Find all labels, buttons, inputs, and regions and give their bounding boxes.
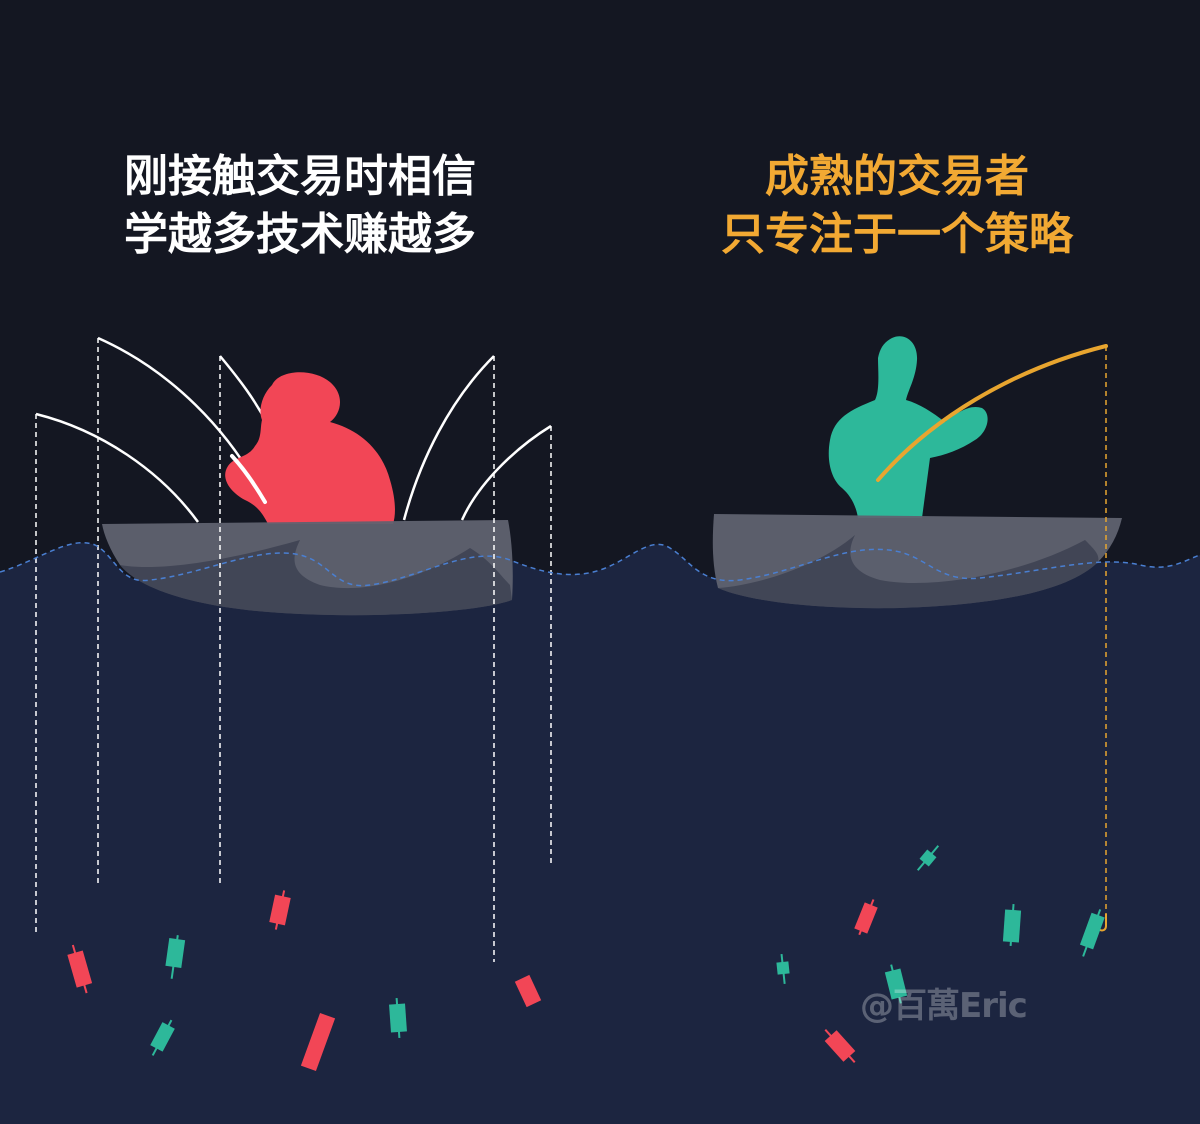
candlestick-icon xyxy=(300,1012,336,1072)
candlestick-icon xyxy=(1079,909,1105,957)
novice-caption-line-1: 刚接触交易时相信 xyxy=(124,151,476,202)
candlestick-icon xyxy=(776,953,790,985)
candlestick-icon xyxy=(67,944,93,994)
candlestick-icon xyxy=(916,845,940,871)
expert-caption-line-2: 只专注于一个策略 xyxy=(721,209,1073,260)
expert-boat-group xyxy=(712,336,1122,932)
candlestick-icon xyxy=(150,1019,175,1056)
fishing-rod-icon xyxy=(35,412,200,523)
boat-shadow xyxy=(120,540,512,616)
candlesticks-left xyxy=(67,890,542,1072)
fishing-rod-icon xyxy=(876,344,1108,482)
expert-caption-line-1: 成熟的交易者 xyxy=(765,151,1029,202)
novice-boat-group xyxy=(35,336,552,962)
candlestick-icon xyxy=(824,1028,856,1064)
candlestick-icon xyxy=(269,890,291,930)
night-sky xyxy=(0,0,1200,600)
novice-caption-line-2: 学越多技术赚越多 xyxy=(124,209,476,260)
novice-caption: 刚接触交易时相信 学越多技术赚越多 xyxy=(0,148,600,264)
watermark: @百萬Eric xyxy=(860,986,1028,1026)
fisherman-silhouette-icon xyxy=(828,336,988,518)
expert-caption: 成熟的交易者 只专注于一个策略 xyxy=(597,148,1197,264)
candlestick-icon xyxy=(884,964,908,1004)
water xyxy=(0,542,1200,1124)
candlestick-icon xyxy=(389,997,407,1039)
fishing-rod-icon xyxy=(460,424,552,521)
candlestick-icon xyxy=(165,935,186,979)
wave-line xyxy=(0,541,1200,587)
candlestick-icon xyxy=(854,899,878,936)
fisherman-silhouette-icon xyxy=(225,372,395,524)
candlestick-icon xyxy=(1002,903,1022,947)
boat-shadow xyxy=(718,535,1099,609)
candlesticks-right xyxy=(776,845,1105,1064)
fishing-rod-icon xyxy=(230,454,267,504)
fishing-rod-icon xyxy=(402,355,495,521)
candlestick-icon xyxy=(514,974,542,1008)
